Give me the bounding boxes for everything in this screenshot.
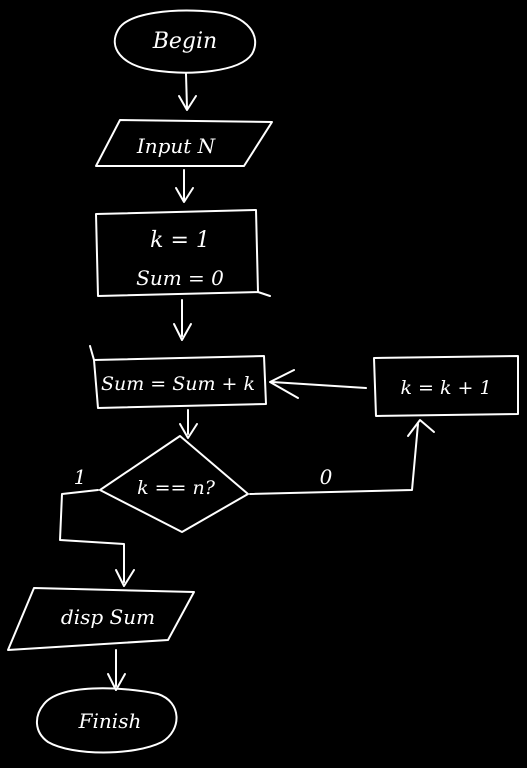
increment-node: k = k + 1	[373, 355, 519, 417]
display-label: disp Sum	[61, 605, 155, 629]
display-node: disp Sum	[7, 587, 195, 651]
display-parallelogram	[7, 587, 195, 651]
decision-node: k == n?	[99, 435, 249, 533]
increment-rectangle	[373, 355, 519, 417]
accumulate-rectangle	[89, 345, 267, 409]
true-branch-label: 1	[74, 465, 87, 489]
arrow-decision-true-to-display: 1	[59, 465, 135, 587]
arrow-begin-to-input	[178, 73, 197, 111]
init-rectangle	[95, 209, 271, 297]
finish-label: Finish	[78, 709, 142, 733]
arrow-increment-to-accumulate	[269, 369, 367, 399]
accumulate-node: Sum = Sum + k	[89, 345, 267, 409]
finish-ellipse	[36, 687, 178, 754]
arrow-accumulate-to-decision	[179, 409, 198, 439]
begin-ellipse	[113, 9, 257, 74]
arrow-init-to-accumulate	[173, 299, 192, 341]
arrow-display-to-finish	[107, 649, 126, 691]
accumulate-label: Sum = Sum + k	[101, 373, 255, 395]
init-line-1: k = 1	[150, 228, 210, 253]
decision-diamond	[99, 435, 249, 533]
begin-terminal: Begin	[113, 9, 257, 74]
input-node: Input N	[95, 119, 273, 167]
false-branch-label: 0	[320, 465, 333, 489]
input-parallelogram	[95, 119, 273, 167]
finish-terminal: Finish	[36, 687, 178, 754]
decision-label: k == n?	[137, 477, 216, 499]
begin-label: Begin	[152, 29, 217, 54]
input-label: Input N	[136, 134, 217, 158]
init-node: k = 1 Sum = 0	[95, 209, 271, 297]
increment-label: k = k + 1	[400, 377, 491, 399]
arrow-decision-false-to-increment: 0	[249, 419, 435, 495]
init-line-2: Sum = 0	[136, 266, 224, 290]
arrow-input-to-init	[175, 169, 194, 203]
